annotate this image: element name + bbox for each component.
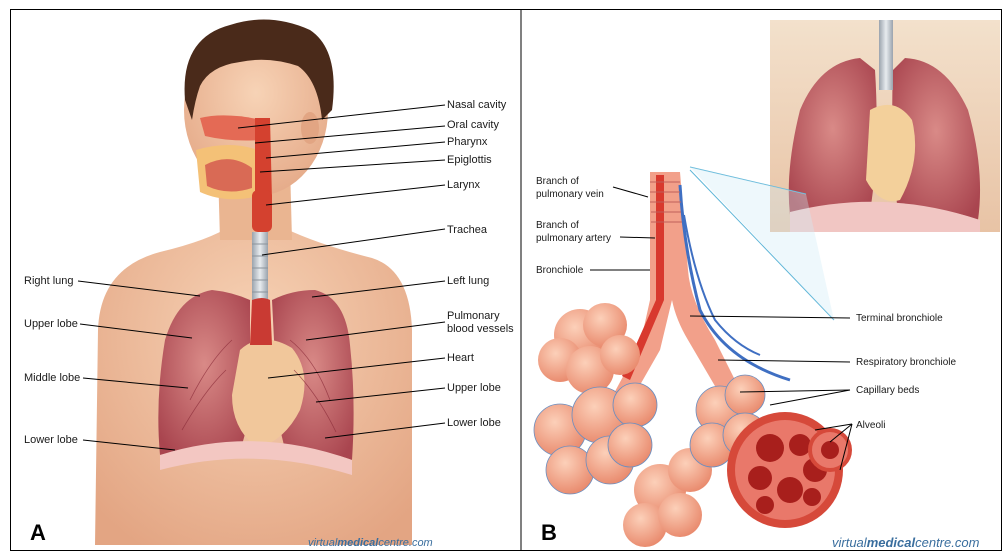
panel-b-letter: B: [541, 520, 557, 546]
label-terminal-bronchiole: Terminal bronchiole: [856, 312, 943, 325]
label-capillary-beds: Capillary beds: [856, 384, 919, 397]
label-pulmonary-blood-vessels: Pulmonary blood vessels: [447, 310, 515, 336]
label-alveoli: Alveoli: [856, 419, 885, 432]
bronchiole: [605, 172, 740, 420]
aorta: [250, 298, 272, 345]
label-middle-lobe: Middle lobe: [24, 372, 80, 385]
alveoli-cross-section: [727, 412, 850, 528]
label-upper-lobe-right: Upper lobe: [24, 318, 78, 331]
panel-b-credit: virtualmedicalcentre.com: [832, 535, 979, 550]
credit-a-pre: virtual: [308, 537, 337, 549]
label-nasal-cavity: Nasal cavity: [447, 99, 506, 112]
credit-b-post: centre.com: [915, 535, 979, 550]
label-larynx: Larynx: [447, 179, 480, 192]
label-upper-lobe-left: Upper lobe: [447, 382, 501, 395]
label-oral-cavity: Oral cavity: [447, 119, 499, 132]
panel-a-letter: A: [30, 520, 46, 546]
larynx: [252, 190, 272, 232]
label-heart: Heart: [447, 352, 474, 365]
credit-b-pre: virtual: [832, 535, 867, 550]
credit-b-brand: medical: [867, 535, 915, 550]
tongue: [205, 159, 252, 191]
inset-trachea: [879, 20, 893, 90]
label-trachea: Trachea: [447, 224, 487, 237]
panel-a-credit: virtualmedicalcentre.com: [308, 537, 433, 549]
label-respiratory-bronchiole: Respiratory bronchiole: [856, 356, 956, 369]
label-lower-lobe-right: Lower lobe: [24, 434, 78, 447]
label-epiglottis: Epiglottis: [447, 154, 492, 167]
label-lower-lobe-left: Lower lobe: [447, 417, 501, 430]
panel-a-illustration: [95, 20, 412, 545]
credit-a-post: centre.com: [378, 537, 432, 549]
credit-a-brand: medical: [337, 537, 378, 549]
label-right-lung: Right lung: [24, 275, 74, 288]
ear: [301, 112, 319, 144]
label-branch-pulmonary-vein: Branch of pulmonary vein: [536, 175, 616, 201]
nasal-cavity: [200, 115, 262, 140]
label-left-lung: Left lung: [447, 275, 489, 288]
label-bronchiole: Bronchiole: [536, 264, 583, 277]
label-branch-pulmonary-artery: Branch of pulmonary artery: [536, 219, 626, 245]
label-pharynx: Pharynx: [447, 136, 487, 149]
